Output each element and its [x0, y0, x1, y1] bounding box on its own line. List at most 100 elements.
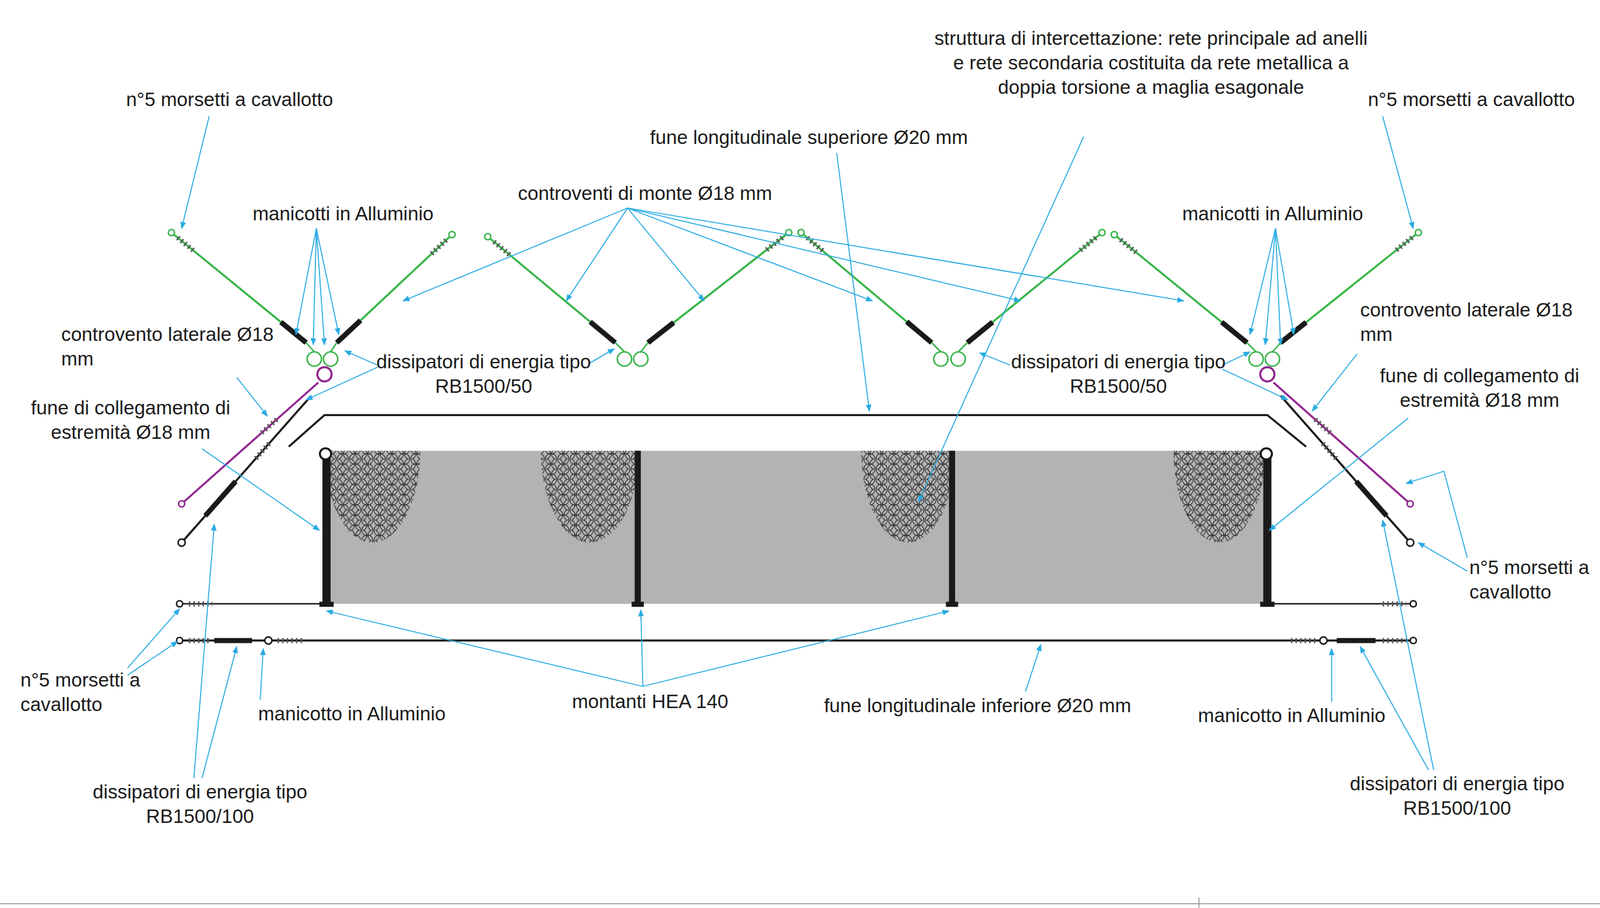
drawing-part: [288, 415, 1307, 447]
upslope-braces: [168, 229, 1422, 367]
drawing-part: [484, 233, 491, 241]
drawing-part: [337, 234, 453, 344]
drawing-part: [1260, 448, 1272, 460]
drawing-part: [1273, 382, 1411, 504]
drawing-part: [488, 236, 616, 343]
drawing-part: [264, 637, 272, 645]
drawing-part: [958, 342, 968, 353]
callout-label: n°5 morsetti a cavallotto: [1469, 556, 1591, 605]
drawing-part: [627, 208, 1021, 301]
drawing-part: [323, 352, 339, 367]
drawing-part: [181, 603, 325, 606]
drawing-part: [1250, 228, 1276, 335]
drawing-part: [566, 208, 628, 301]
drawing-part: [633, 352, 649, 367]
callout-label: n°5 morsetti a cavallotto: [125, 88, 333, 113]
drawing-part: [236, 377, 268, 417]
drawing-part: [1280, 232, 1419, 343]
drawing-part: [488, 236, 616, 343]
drawing-part: [1410, 637, 1417, 645]
drawing-part: [627, 208, 704, 301]
drawing-part: [1114, 234, 1248, 344]
drawing-part: [615, 342, 625, 353]
drawing-part: [1272, 342, 1281, 353]
drawing-part: [617, 352, 633, 367]
drawing-part: [1406, 539, 1414, 547]
drawing-part: [801, 232, 932, 343]
drawing-part: [590, 349, 615, 364]
drawing-part: [1382, 638, 1406, 644]
drawing-part: [176, 601, 184, 608]
drawing-part: [647, 232, 789, 343]
callout-label: struttura di intercettazione: rete princ…: [931, 26, 1371, 100]
drawing-part: [1382, 601, 1406, 607]
drawing-part: [1418, 542, 1468, 572]
drawing-part: [337, 234, 453, 344]
drawing-part: [967, 232, 1103, 343]
bottom-cables: [176, 601, 1417, 645]
drawing-part: [306, 367, 378, 400]
drawing-part: [647, 232, 789, 343]
callout-label: manicotto in Alluminio: [1198, 704, 1387, 729]
drawing-part: [801, 232, 932, 343]
drawing-part: [1111, 231, 1118, 238]
drawing-part: [1406, 500, 1414, 508]
drawing-part: [324, 451, 1266, 544]
drawing-part: [181, 116, 210, 230]
drawing-part: [861, 451, 956, 544]
drawing-part: [188, 638, 210, 644]
callout-label: manicotto in Alluminio: [258, 702, 447, 727]
drawing-part: [627, 208, 873, 301]
drawing-part: [951, 352, 966, 367]
drawing-part: [1265, 603, 1412, 606]
drawing-part: [181, 639, 1412, 642]
drawing-part: [1410, 601, 1417, 608]
drawing-part: [1269, 418, 1409, 532]
drawing-part: [836, 153, 870, 412]
drawing-part: [202, 448, 320, 531]
drawing-part: [634, 451, 642, 605]
drawing-part: [202, 647, 238, 780]
lateral-braces: [177, 367, 1414, 547]
drawing-part: [541, 451, 640, 544]
drawing-part: [448, 231, 456, 238]
drawing-part: [1273, 382, 1411, 504]
drawing-part: [177, 539, 185, 547]
drawing-part: [322, 455, 331, 605]
drawing-part: [979, 353, 1011, 366]
callout-label: controvento laterale Ø18 mm: [1360, 297, 1575, 347]
drawing-part: [647, 232, 789, 343]
callout-label: dissipatori di energia tipo RB1500/100: [88, 780, 313, 830]
drawing-part: [967, 232, 1103, 343]
callout-label: dissipatori di energia tipo RB1500/50: [1006, 349, 1231, 399]
callout-label: controventi di monte Ø18 mm: [517, 181, 773, 207]
callout-label: dissipatori di energia tipo RB1500/100: [1345, 772, 1570, 821]
callout-label: fune longitudinale inferiore Ø20 mm: [823, 693, 1132, 719]
drawing-part: [949, 451, 956, 605]
drawing-part: [307, 352, 322, 367]
drawing-part: [337, 234, 453, 344]
drawing-part: [1099, 229, 1106, 237]
drawing-part: [320, 448, 332, 460]
drawing-part: [1290, 638, 1317, 644]
callout-label: manicotti in Alluminio: [252, 202, 434, 227]
drawing-part: [324, 451, 1266, 605]
drawing-part: [277, 638, 305, 644]
drawing-part: [1222, 352, 1251, 366]
drawing-part: [1173, 451, 1266, 544]
drawing-part: [176, 637, 184, 645]
drawing-part: [345, 351, 378, 366]
drawing-part: [1247, 342, 1257, 353]
callout-label: dissipatori di energia tipo RB1500/50: [371, 349, 596, 399]
drawing-part: [316, 228, 340, 335]
drawing-part: [1337, 638, 1377, 644]
callout-label: n°5 morsetti a cavallotto: [20, 668, 149, 717]
drawing-part: [631, 602, 644, 608]
drawing-part: [296, 228, 317, 335]
drawing-part: [643, 611, 950, 687]
callout-label: montanti HEA 140: [572, 689, 729, 715]
drawing-part: [326, 611, 644, 687]
drawing-part: [324, 451, 421, 544]
drawing-part: [188, 601, 213, 607]
drawing-part: [313, 228, 317, 346]
